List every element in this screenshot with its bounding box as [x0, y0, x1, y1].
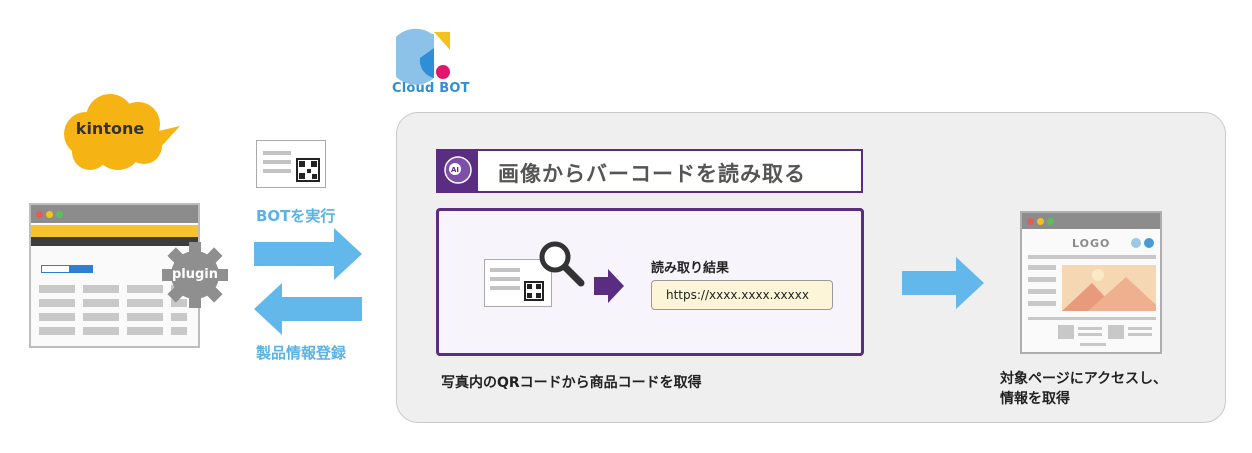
maximize-dot-icon — [1047, 218, 1054, 225]
close-dot-icon — [1027, 218, 1034, 225]
window-titlebar — [31, 205, 198, 223]
qr-card-icon — [256, 140, 326, 188]
result-value-field: https://xxxx.xxxx.xxxxx — [651, 280, 833, 310]
web-caption-line2: 情報を取得 — [1000, 391, 1070, 407]
kintone-header-bar — [31, 225, 198, 237]
kintone-app-window — [29, 203, 200, 348]
barcode-process-box: 読み取り結果 https://xxxx.xxxx.xxxxx — [436, 208, 864, 356]
ai-head-icon: AI — [438, 151, 478, 191]
result-value-text: https://xxxx.xxxx.xxxxx — [666, 288, 809, 302]
step-heading-text: 画像からバーコードを読み取る — [498, 162, 806, 186]
web-header-dots-icon — [1131, 238, 1154, 248]
cloudbot-logo-icon — [396, 28, 450, 85]
arrow-left-icon — [254, 283, 362, 335]
close-dot-icon — [36, 211, 43, 218]
cloudbot-brand-name: Cloud BOT — [392, 81, 470, 96]
minimize-dot-icon — [46, 211, 53, 218]
kintone-search-button — [69, 265, 93, 273]
run-bot-label: BOTを実行 — [256, 207, 336, 225]
kintone-label: kintone — [75, 119, 145, 138]
register-product-label: 製品情報登録 — [256, 344, 347, 362]
kintone-cloud-icon — [64, 94, 180, 170]
minimize-dot-icon — [1037, 218, 1044, 225]
magnifier-icon — [539, 241, 585, 287]
process-caption: 写真内のQRコードから商品コードを取得 — [441, 375, 702, 391]
window-titlebar — [1022, 213, 1160, 229]
logo-placeholder: LOGO — [1072, 237, 1111, 250]
qr-card-icon — [484, 259, 552, 307]
maximize-dot-icon — [56, 211, 63, 218]
result-title: 読み取り結果 — [651, 261, 730, 276]
web-content-layout — [1028, 255, 1156, 346]
arrow-right-icon — [902, 257, 984, 309]
web-caption-line1: 対象ページにアクセスし、 — [1000, 371, 1168, 387]
step-heading: AI 画像からバーコードを読み取る — [436, 149, 863, 193]
arrow-right-icon — [594, 269, 624, 303]
plugin-gear-icon — [162, 242, 228, 308]
web-caption: 対象ページにアクセスし、 情報を取得 — [1000, 369, 1220, 409]
kintone-nav-bar — [31, 237, 198, 246]
arrow-right-icon — [254, 228, 362, 280]
plugin-label: plugin — [171, 267, 219, 282]
svg-text:AI: AI — [451, 166, 459, 174]
target-web-page: LOGO — [1020, 211, 1162, 354]
